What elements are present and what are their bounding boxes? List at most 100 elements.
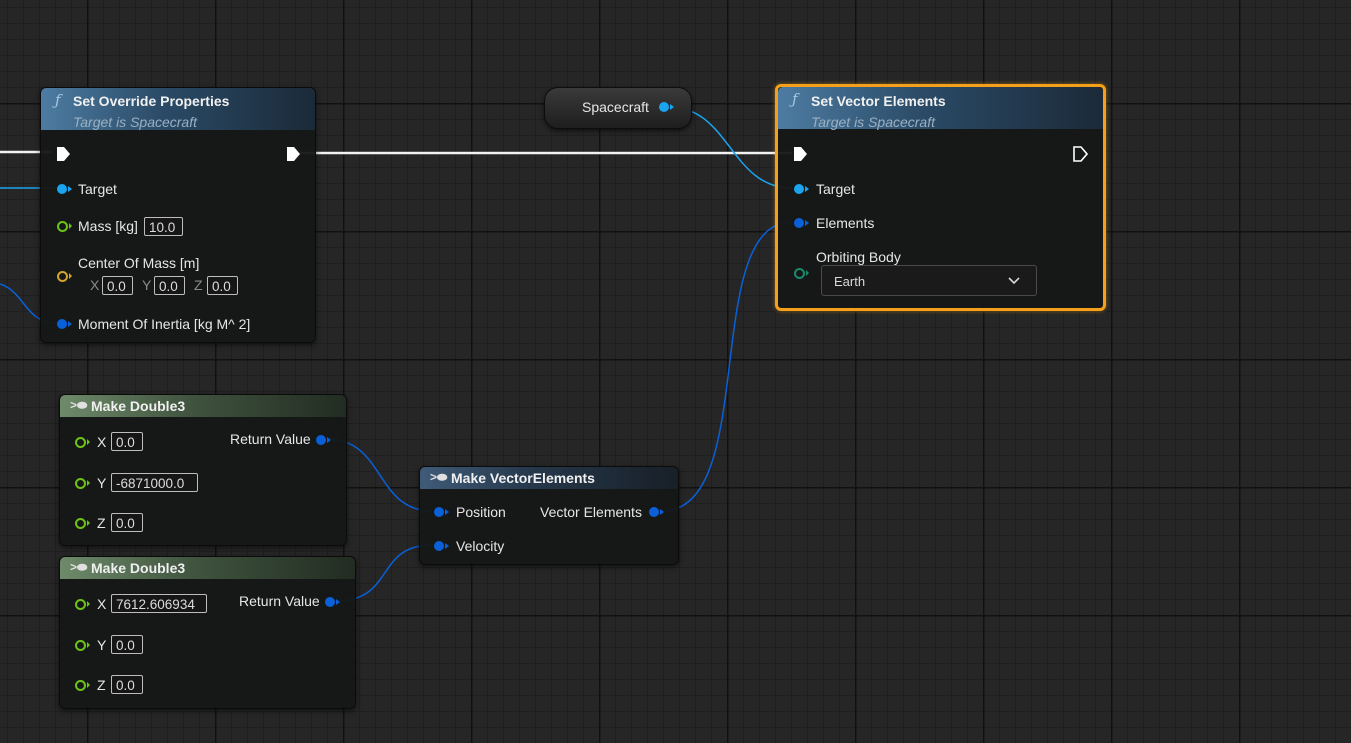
exec-out-pin[interactable] [285, 146, 301, 162]
x-input[interactable]: 7612.606934 [111, 594, 207, 613]
x-label: X [97, 434, 107, 450]
function-icon: ƒ [55, 91, 61, 109]
x-input[interactable]: 0.0 [111, 432, 143, 451]
return-value-pin[interactable] [316, 435, 326, 445]
pin-arrow-icon [445, 543, 449, 549]
pin-arrow-icon [69, 273, 72, 279]
pin-arrow-icon [87, 520, 90, 526]
make-struct-icon: >⬬ [70, 560, 88, 574]
make-double3-node-a[interactable]: >⬬ Make Double3 X 0.0 Y -6871000.0 Z 0.0… [59, 394, 347, 546]
make-struct-icon: >⬬ [70, 398, 88, 412]
z-label: Z [97, 515, 106, 531]
pin-arrow-icon [69, 223, 72, 229]
com-y-label: Y [142, 277, 152, 293]
com-x-input[interactable]: 0.0 [102, 276, 133, 295]
spacecraft-label: Spacecraft [582, 99, 649, 115]
y-input[interactable]: 0.0 [111, 635, 143, 654]
z-input[interactable]: 0.0 [111, 675, 143, 694]
return-value-pin[interactable] [325, 597, 335, 607]
pin-arrow-icon [68, 186, 72, 192]
elements-wire [661, 221, 793, 512]
spacecraft-output-pin[interactable] [659, 102, 669, 112]
x-pin[interactable] [75, 599, 86, 610]
node-header [60, 395, 346, 417]
position-pin[interactable] [434, 507, 444, 517]
x-pin[interactable] [75, 437, 86, 448]
set-vector-elements-node[interactable]: ƒ Set Vector Elements Target is Spacecra… [775, 84, 1106, 311]
pin-arrow-icon [87, 642, 90, 648]
y-input[interactable]: -6871000.0 [111, 473, 198, 492]
exec-in-pin[interactable] [55, 146, 71, 162]
return-value-label: Return Value [239, 593, 320, 609]
set-override-properties-node[interactable]: ƒ Set Override Properties Target is Spac… [40, 87, 316, 343]
pin-arrow-icon [87, 480, 90, 486]
target-pin[interactable] [794, 184, 804, 194]
pin-arrow-icon [336, 599, 340, 605]
pin-arrow-icon [670, 104, 674, 110]
target-label: Target [78, 181, 117, 197]
node-header [420, 467, 678, 489]
pin-arrow-icon [660, 509, 664, 515]
target-label: Target [816, 181, 855, 197]
z-pin[interactable] [75, 518, 86, 529]
chevron-down-icon [1008, 277, 1020, 285]
y-pin[interactable] [75, 640, 86, 651]
y-label: Y [97, 475, 107, 491]
com-x-label: X [90, 277, 100, 293]
mass-label: Mass [kg] [78, 218, 138, 234]
node-title: Set Vector Elements [811, 93, 946, 109]
spacecraft-variable-node[interactable]: Spacecraft [544, 87, 692, 129]
mass-pin[interactable] [57, 221, 68, 232]
velocity-pin[interactable] [434, 541, 444, 551]
elements-pin[interactable] [794, 218, 804, 228]
position-label: Position [456, 504, 506, 520]
pin-arrow-icon [87, 682, 90, 688]
target-pin[interactable] [57, 184, 67, 194]
z-pin[interactable] [75, 680, 86, 691]
x-label: X [97, 596, 107, 612]
y-label: Y [97, 637, 107, 653]
node-header [60, 557, 355, 579]
node-header [41, 88, 315, 130]
pin-arrow-icon [327, 437, 331, 443]
node-title: Make VectorElements [451, 470, 595, 486]
node-title: Set Override Properties [73, 93, 230, 109]
vector-elements-output-label: Vector Elements [540, 504, 642, 520]
com-z-input[interactable]: 0.0 [207, 276, 238, 295]
y-pin[interactable] [75, 478, 86, 489]
orbiting-body-value: Earth [834, 274, 866, 289]
make-struct-icon: >⬬ [430, 470, 448, 484]
z-label: Z [97, 677, 106, 693]
com-z-label: Z [194, 277, 203, 293]
elements-label: Elements [816, 215, 875, 231]
pin-arrow-icon [87, 601, 90, 607]
node-title: Make Double3 [91, 560, 186, 576]
make-double3-node-b[interactable]: >⬬ Make Double3 X 7612.606934 Y 0.0 Z 0.… [59, 556, 356, 709]
node-subtitle: Target is Spacecraft [73, 114, 197, 130]
velocity-label: Velocity [456, 538, 505, 554]
make-vector-elements-node[interactable]: >⬬ Make VectorElements Position Velocity… [419, 466, 679, 565]
exec-out-pin[interactable] [1072, 146, 1088, 162]
vector-elements-output-pin[interactable] [649, 507, 659, 517]
pin-arrow-icon [805, 220, 809, 226]
orbiting-body-label: Orbiting Body [816, 249, 901, 265]
pin-arrow-icon [68, 321, 72, 327]
node-header [778, 87, 1103, 129]
mass-input[interactable]: 10.0 [144, 217, 183, 236]
center-of-mass-label: Center Of Mass [m] [78, 255, 200, 271]
orbiting-body-pin[interactable] [794, 268, 805, 279]
return-value-label: Return Value [230, 431, 311, 447]
function-icon: ƒ [792, 90, 798, 108]
pin-arrow-icon [87, 439, 90, 445]
moment-of-inertia-pin[interactable] [57, 319, 67, 329]
exec-in-pin[interactable] [792, 146, 808, 162]
moment-of-inertia-label: Moment Of Inertia [kg M^ 2] [78, 316, 251, 332]
node-title: Make Double3 [91, 398, 186, 414]
com-y-input[interactable]: 0.0 [154, 276, 185, 295]
orbiting-body-dropdown[interactable]: Earth [821, 265, 1037, 296]
node-subtitle: Target is Spacecraft [811, 114, 935, 130]
center-of-mass-pin[interactable] [57, 271, 68, 282]
pin-arrow-icon [805, 186, 809, 192]
pin-arrow-icon [445, 509, 449, 515]
z-input[interactable]: 0.0 [111, 513, 143, 532]
